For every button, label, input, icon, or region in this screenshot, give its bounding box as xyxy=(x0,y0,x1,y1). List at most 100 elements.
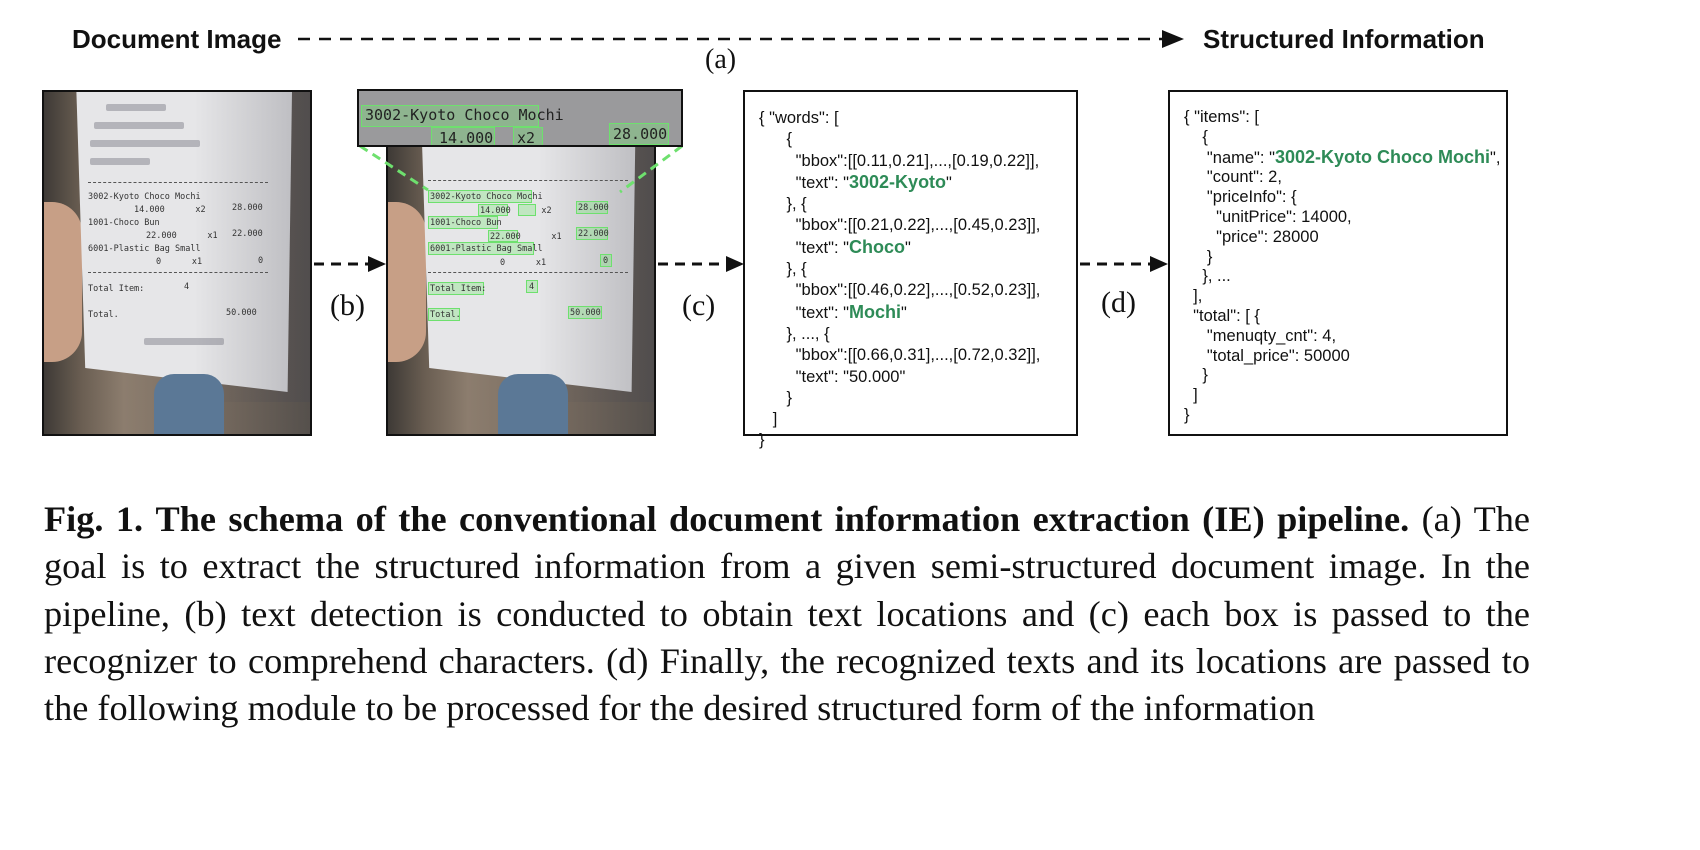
ocr-line: ] xyxy=(759,410,778,429)
text-detection-box xyxy=(428,282,484,295)
receipt-total-value: 50.000 xyxy=(226,308,257,318)
hand-shape xyxy=(388,202,426,362)
receipt-line1-price: 28.000 xyxy=(232,203,263,213)
blurred-text xyxy=(144,338,224,345)
blurred-text xyxy=(90,140,200,147)
text-detection-box xyxy=(428,308,460,321)
struct-line: "count": 2, xyxy=(1184,168,1282,187)
figure-caption-body: (a) The goal is to extract the structure… xyxy=(44,499,1531,729)
step-d-label: (d) xyxy=(1101,286,1136,319)
ocr-line: "text": " xyxy=(759,238,850,257)
detected-total-item-label: Total Item: xyxy=(430,284,487,294)
zoom-line1: 3002-Kyoto Choco Mochi xyxy=(365,106,564,124)
detected-line3-price: 0 xyxy=(603,256,609,266)
text-detection-box xyxy=(488,230,518,242)
struct-line: { xyxy=(1184,127,1208,146)
receipt-line2-price: 22.000 xyxy=(232,229,263,239)
receipt-divider xyxy=(428,272,628,273)
ocr-line: "text": " xyxy=(759,303,850,322)
ocr-line: { "words": [ xyxy=(759,109,839,127)
receipt-line3-price: 0 xyxy=(258,256,264,266)
text-detection-box xyxy=(576,201,608,214)
legs-shape xyxy=(498,374,568,434)
ocr-line: " xyxy=(901,303,907,322)
detected-line1: 3002-Kyoto Choco Mochi xyxy=(430,192,543,202)
detected-line3: 6001-Plastic Bag Small xyxy=(430,244,543,254)
ocr-line: "bbox":[[0.11,0.21],...,[0.19,0.22]], xyxy=(759,151,1040,170)
ocr-json-panel: { "words": [ { "bbox":[[0.11,0.21],...,[… xyxy=(743,90,1078,449)
figure-title: The schema of the conventional document … xyxy=(155,499,1410,539)
detected-line2-qty: 22.000 x1 xyxy=(490,232,562,242)
text-detection-box xyxy=(568,306,602,319)
struct-line: } xyxy=(1184,405,1190,424)
top-dashed-arrow xyxy=(298,30,1184,48)
ocr-line: }, ..., { xyxy=(759,324,830,343)
blurred-text xyxy=(106,104,166,111)
text-detection-box xyxy=(428,242,534,255)
blurred-text xyxy=(94,122,184,129)
ocr-line: "text": "50.000" xyxy=(759,367,906,386)
detected-line2-price: 22.000 xyxy=(578,229,609,239)
struct-line: ] xyxy=(1184,386,1198,405)
ocr-line: " xyxy=(905,238,911,257)
zoom-inset: 3002-Kyoto Choco Mochi 14.000 x2 28.000 xyxy=(357,89,683,147)
struct-line: { "items": [ xyxy=(1184,108,1259,126)
detected-line3-qty: 0 x1 xyxy=(500,258,547,268)
zoom-detection-box xyxy=(361,105,539,127)
zoom-detection-box xyxy=(431,127,495,145)
ocr-line: { xyxy=(759,130,793,149)
detected-line1-price: 28.000 xyxy=(578,203,609,213)
struct-line: "unitPrice": 14000, xyxy=(1184,207,1352,226)
ocr-text-value: Mochi xyxy=(849,301,902,322)
zoom-detection-box xyxy=(513,127,543,145)
ocr-line: } xyxy=(759,431,765,450)
receipt-line3-qty: 0 x1 xyxy=(156,257,203,267)
structured-json-panel: { "items": [ { "name": "3002-Kyoto Choco… xyxy=(1168,90,1508,436)
text-detection-box xyxy=(428,190,532,203)
ocr-line: } xyxy=(759,388,793,407)
text-detection-box xyxy=(576,227,608,240)
legs-shape xyxy=(154,374,224,434)
text-detection-box xyxy=(478,204,508,216)
figure-label: Fig. 1. xyxy=(44,499,144,539)
photo-shadow xyxy=(194,92,310,402)
struct-line: }, ... xyxy=(1184,267,1231,286)
figure-caption: Fig. 1. The schema of the conventional d… xyxy=(44,496,1530,732)
receipt-total-label: Total. xyxy=(88,310,119,320)
zoom-connector-lines xyxy=(359,144,683,194)
receipt-line2-qty: 22.000 x1 xyxy=(146,231,218,241)
receipt-divider xyxy=(428,180,628,181)
receipt-photo: 3002-Kyoto Choco Mochi 14.000 x2 28.000 … xyxy=(42,90,312,436)
zoom-mult: x2 xyxy=(517,129,536,147)
receipt-divider xyxy=(88,182,268,183)
step-a-label: (a) xyxy=(705,44,737,75)
ocr-line: }, { xyxy=(759,195,807,214)
hand-shape xyxy=(44,202,82,362)
ocr-json-code: { "words": [ { "bbox":[[0.11,0.21],...,[… xyxy=(759,108,1040,452)
struct-line: } xyxy=(1184,247,1213,266)
text-detection-box xyxy=(518,204,536,216)
receipt-line2: 1001-Choco Bun xyxy=(88,218,160,228)
step-c-label: (c) xyxy=(682,289,716,322)
ocr-line: "bbox":[[0.21,0.22],...,[0.45,0.23]], xyxy=(759,216,1041,235)
receipt-divider xyxy=(88,272,268,273)
struct-line: ", xyxy=(1489,148,1501,167)
detected-total-label: Total. xyxy=(430,310,461,320)
step-b-label: (b) xyxy=(330,289,365,322)
ocr-line: " xyxy=(946,173,952,192)
struct-line: "priceInfo": { xyxy=(1184,188,1297,207)
ocr-line: "bbox":[[0.46,0.22],...,[0.52,0.23]], xyxy=(759,281,1041,300)
struct-line: "name": " xyxy=(1184,148,1275,167)
ocr-text-value: Choco xyxy=(849,236,906,257)
zoom-price: 28.000 xyxy=(613,125,668,143)
text-detection-box xyxy=(600,254,612,267)
arrow-d xyxy=(1080,256,1168,272)
receipt-line3: 6001-Plastic Bag Small xyxy=(88,244,201,254)
struct-line: "total_price": 50000 xyxy=(1184,346,1350,365)
receipt-paper xyxy=(76,92,292,392)
receipt-total-item-value: 4 xyxy=(184,282,190,292)
receipt-line1: 3002-Kyoto Choco Mochi xyxy=(88,192,201,202)
text-detection-box xyxy=(428,216,498,229)
arrow-b xyxy=(314,256,386,272)
zoom-qty: 14.000 xyxy=(439,129,494,147)
